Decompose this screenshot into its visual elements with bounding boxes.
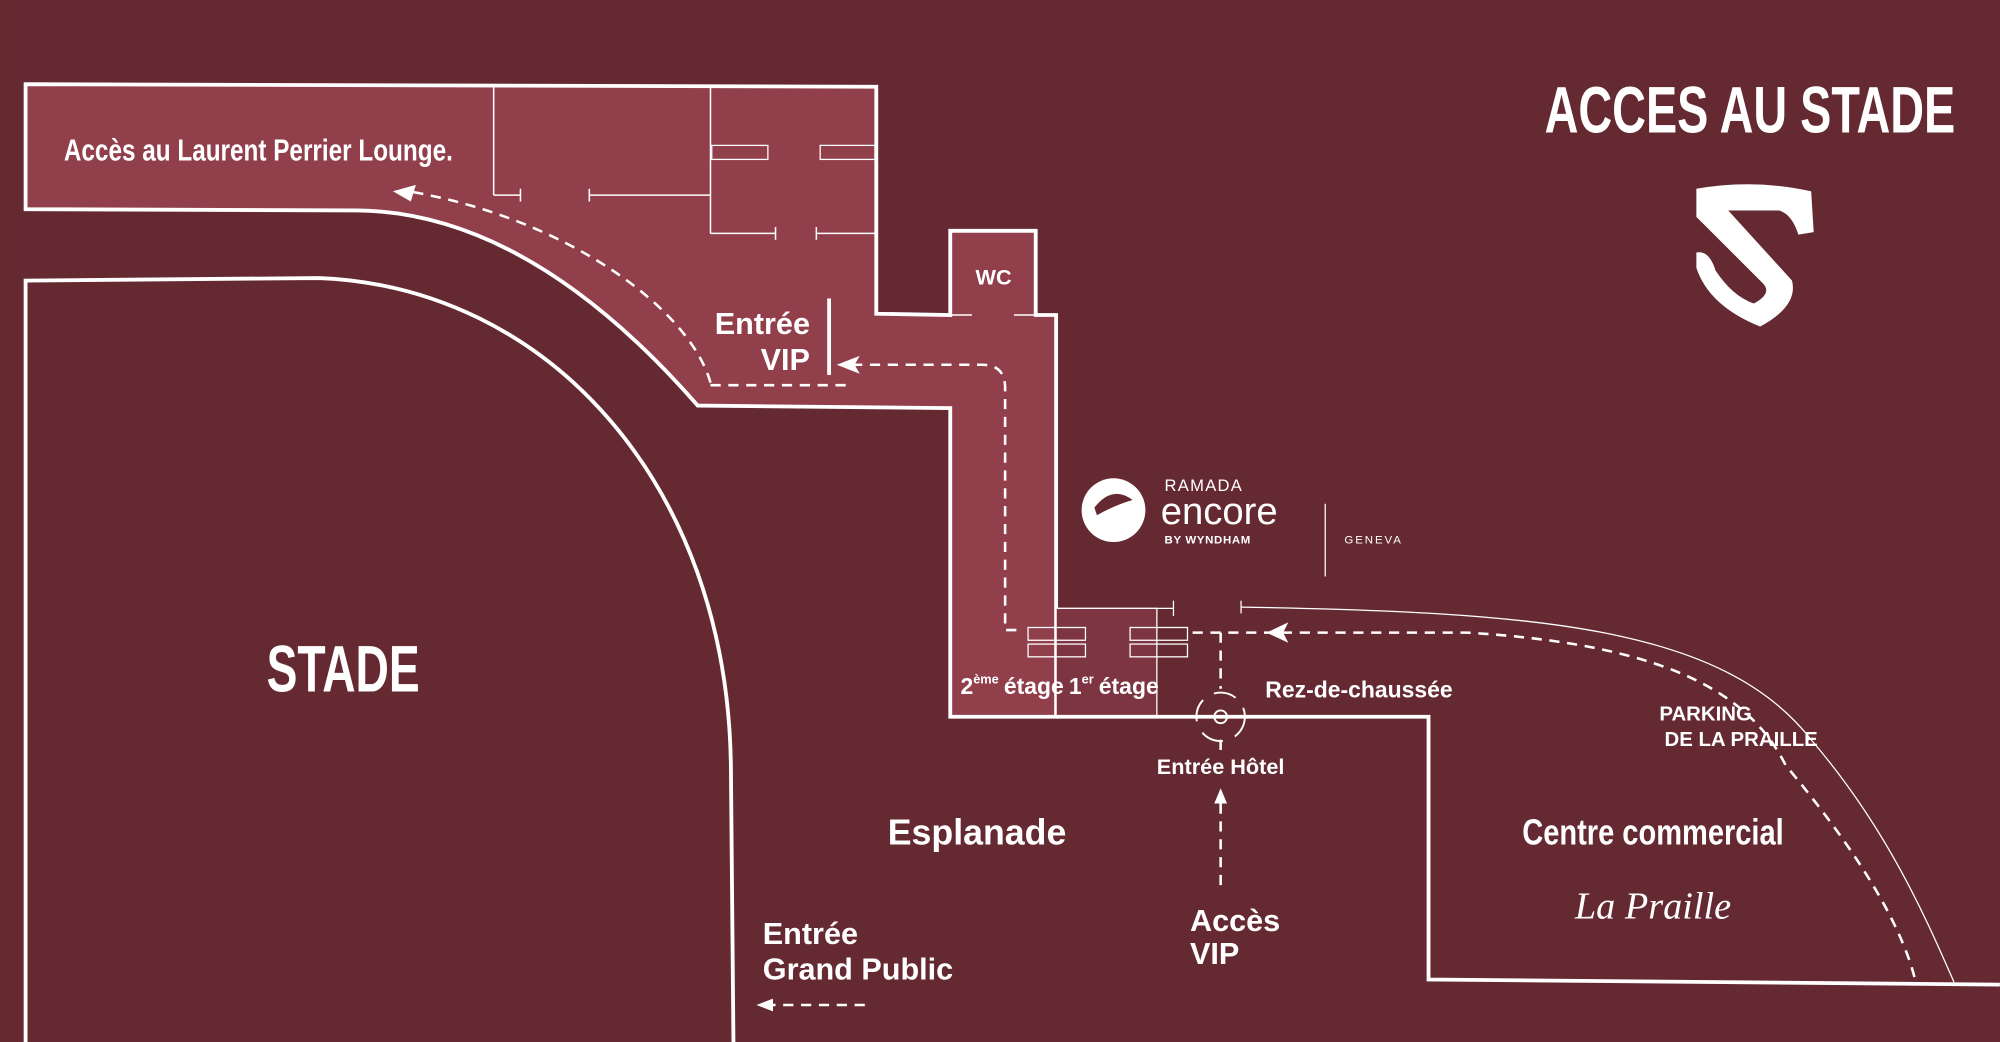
svg-text:BY WYNDHAM: BY WYNDHAM <box>1165 534 1251 546</box>
arrow-icon <box>392 184 1289 1012</box>
svg-text:RAMADA: RAMADA <box>1165 476 1244 495</box>
svg-text:GENEVA: GENEVA <box>1344 534 1402 546</box>
revolving-door-icon <box>1195 691 1246 742</box>
ground-floor-label: Rez-de-chaussée <box>1265 677 1452 703</box>
first-floor-zone <box>1055 607 1158 718</box>
public-entrance-label-2: Grand Public <box>763 953 953 987</box>
vip-entrance-label-2: VIP <box>761 343 810 377</box>
route-dashed <box>408 190 1917 1007</box>
esplanade-label: Esplanade <box>888 812 1067 852</box>
lounge-label: Accès au Laurent Perrier Lounge. <box>64 134 453 168</box>
parking-label: PARKING <box>1659 704 1752 726</box>
wc-label: WC <box>976 264 1012 289</box>
hotel-entrance-label: Entrée Hôtel <box>1157 754 1285 779</box>
vip-entrance-label: Entrée <box>715 307 810 341</box>
svg-text:encore: encore <box>1161 490 1278 533</box>
page-title: ACCES AU STADE <box>1545 74 1956 148</box>
parking-road <box>1241 606 1955 983</box>
stadium-label: STADE <box>267 632 420 706</box>
parking-label-2: DE LA PRAILLE <box>1664 729 1817 751</box>
stairs-icon <box>711 144 1189 658</box>
mall-label: Centre commercial <box>1522 812 1783 852</box>
vip-lounge-zone <box>23 82 1059 719</box>
vip-access-label: Accès <box>1190 904 1280 938</box>
stadium-outline <box>23 276 736 1042</box>
servette-shield-logo <box>1696 184 1814 327</box>
interior-walls <box>492 86 1036 316</box>
ramada-encore-logo: RAMADA encore BY WYNDHAM GENEVA <box>1081 476 1402 577</box>
public-entrance-label: Entrée <box>763 917 858 951</box>
la-praille-logo: La Praille <box>1574 885 1731 927</box>
building-outline <box>1056 714 2000 987</box>
vip-access-label-2: VIP <box>1190 937 1239 971</box>
